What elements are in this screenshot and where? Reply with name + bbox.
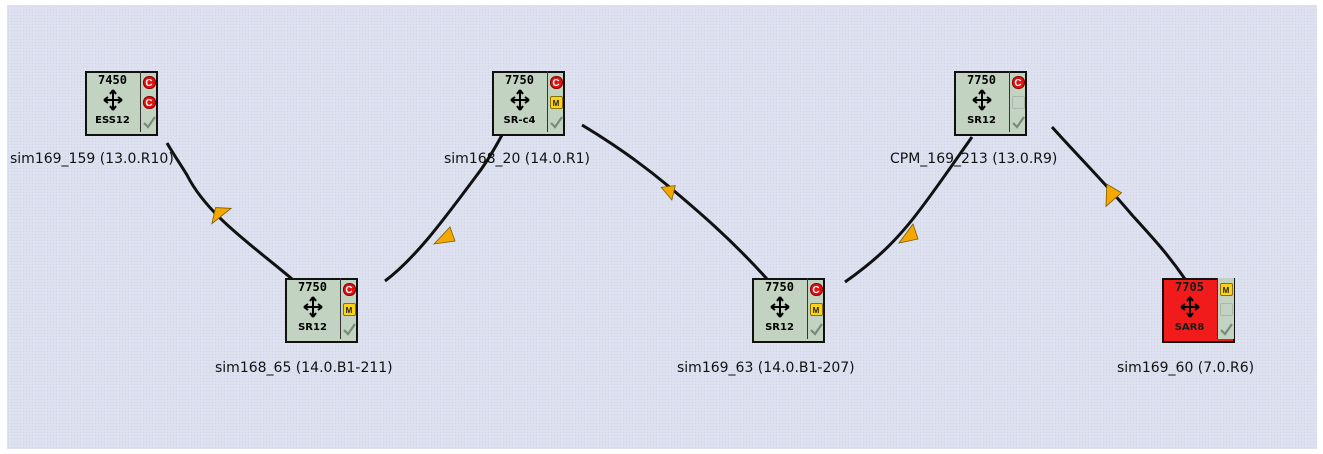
node-type: SR12 xyxy=(298,322,327,333)
node-model: 7750 xyxy=(967,73,996,87)
router-icon xyxy=(103,89,123,111)
router-icon xyxy=(972,89,992,111)
status-column: C M xyxy=(340,278,357,339)
check-icon xyxy=(142,115,156,129)
node-model: 7750 xyxy=(765,280,794,294)
status-column: C C xyxy=(140,71,157,132)
major-alarm-badge[interactable]: M xyxy=(809,302,823,316)
node-label-sim168_20: sim168_20 (14.0.R1) xyxy=(444,151,590,167)
node-label-sim169_63: sim169_63 (14.0.B1-207) xyxy=(677,360,855,376)
node-label-sim169_159: sim169_159 (13.0.R10) xyxy=(10,151,174,167)
direction-arrow-icon xyxy=(211,207,233,225)
empty-status-slot xyxy=(1219,302,1233,316)
link-sim169_60-CPM_169_213[interactable] xyxy=(1050,126,1187,280)
link-sim169_63-sim168_20[interactable] xyxy=(581,123,769,281)
link-layer xyxy=(165,123,1187,284)
check-icon xyxy=(1219,322,1233,336)
router-icon xyxy=(770,296,790,318)
node-type: SAR8 xyxy=(1174,322,1205,333)
router-icon xyxy=(1180,296,1200,318)
critical-alarm-badge[interactable]: C xyxy=(809,282,823,296)
check-icon xyxy=(549,115,563,129)
critical-alarm-badge[interactable]: C xyxy=(142,95,156,109)
router-icon xyxy=(303,296,323,318)
check-icon xyxy=(1011,115,1025,129)
status-column: C M xyxy=(807,278,824,339)
status-column: M xyxy=(1217,278,1234,339)
link-sim168_65-sim169_159[interactable] xyxy=(165,142,293,281)
direction-arrow-icon xyxy=(660,185,676,201)
check-icon xyxy=(809,322,823,336)
major-alarm-badge[interactable]: M xyxy=(342,302,356,316)
node-model: 7705 xyxy=(1175,280,1204,294)
major-alarm-badge[interactable]: M xyxy=(1219,282,1233,296)
node-label-sim168_65: sim168_65 (14.0.B1-211) xyxy=(215,360,393,376)
empty-status-slot xyxy=(1011,95,1025,109)
router-icon xyxy=(510,89,530,111)
direction-arrow-icon xyxy=(1105,183,1123,208)
node-sim169_159[interactable]: 7450 ESS12 C C xyxy=(85,71,158,136)
node-label-sim169_60: sim169_60 (7.0.R6) xyxy=(1117,360,1255,376)
check-icon xyxy=(342,322,356,336)
critical-alarm-badge[interactable]: C xyxy=(549,75,563,89)
node-type: SR-c4 xyxy=(503,115,536,126)
topology-canvas[interactable]: 7450 ESS12 C C sim169_159 (13.0.R10) 775… xyxy=(7,5,1317,449)
node-sim169_60[interactable]: 7705 SAR8 M xyxy=(1162,278,1235,343)
status-column: C xyxy=(1009,71,1026,132)
node-label-CPM_169_213: CPM_169_213 (13.0.R9) xyxy=(890,151,1058,167)
node-sim168_20[interactable]: 7750 SR-c4 C M xyxy=(492,71,565,136)
node-type: SR12 xyxy=(967,115,996,126)
node-sim168_65[interactable]: 7750 SR12 C M xyxy=(285,278,358,343)
node-model: 7750 xyxy=(505,73,534,87)
node-type: ESS12 xyxy=(95,115,130,126)
direction-arrow-icon xyxy=(898,223,919,244)
node-sim169_63[interactable]: 7750 SR12 C M xyxy=(752,278,825,343)
status-column: C M xyxy=(547,71,564,132)
direction-arrow-icon xyxy=(432,226,456,245)
major-alarm-badge[interactable]: M xyxy=(549,95,563,109)
critical-alarm-badge[interactable]: C xyxy=(1011,75,1025,89)
node-CPM_169_213[interactable]: 7750 SR12 C xyxy=(954,71,1027,136)
node-type: SR12 xyxy=(765,322,794,333)
node-model: 7450 xyxy=(98,73,127,87)
critical-alarm-badge[interactable]: C xyxy=(342,282,356,296)
node-model: 7750 xyxy=(298,280,327,294)
link-sim169_63-CPM_169_213[interactable] xyxy=(844,136,974,284)
critical-alarm-badge[interactable]: C xyxy=(142,75,156,89)
link-sim168_65-sim168_20[interactable] xyxy=(384,134,504,283)
